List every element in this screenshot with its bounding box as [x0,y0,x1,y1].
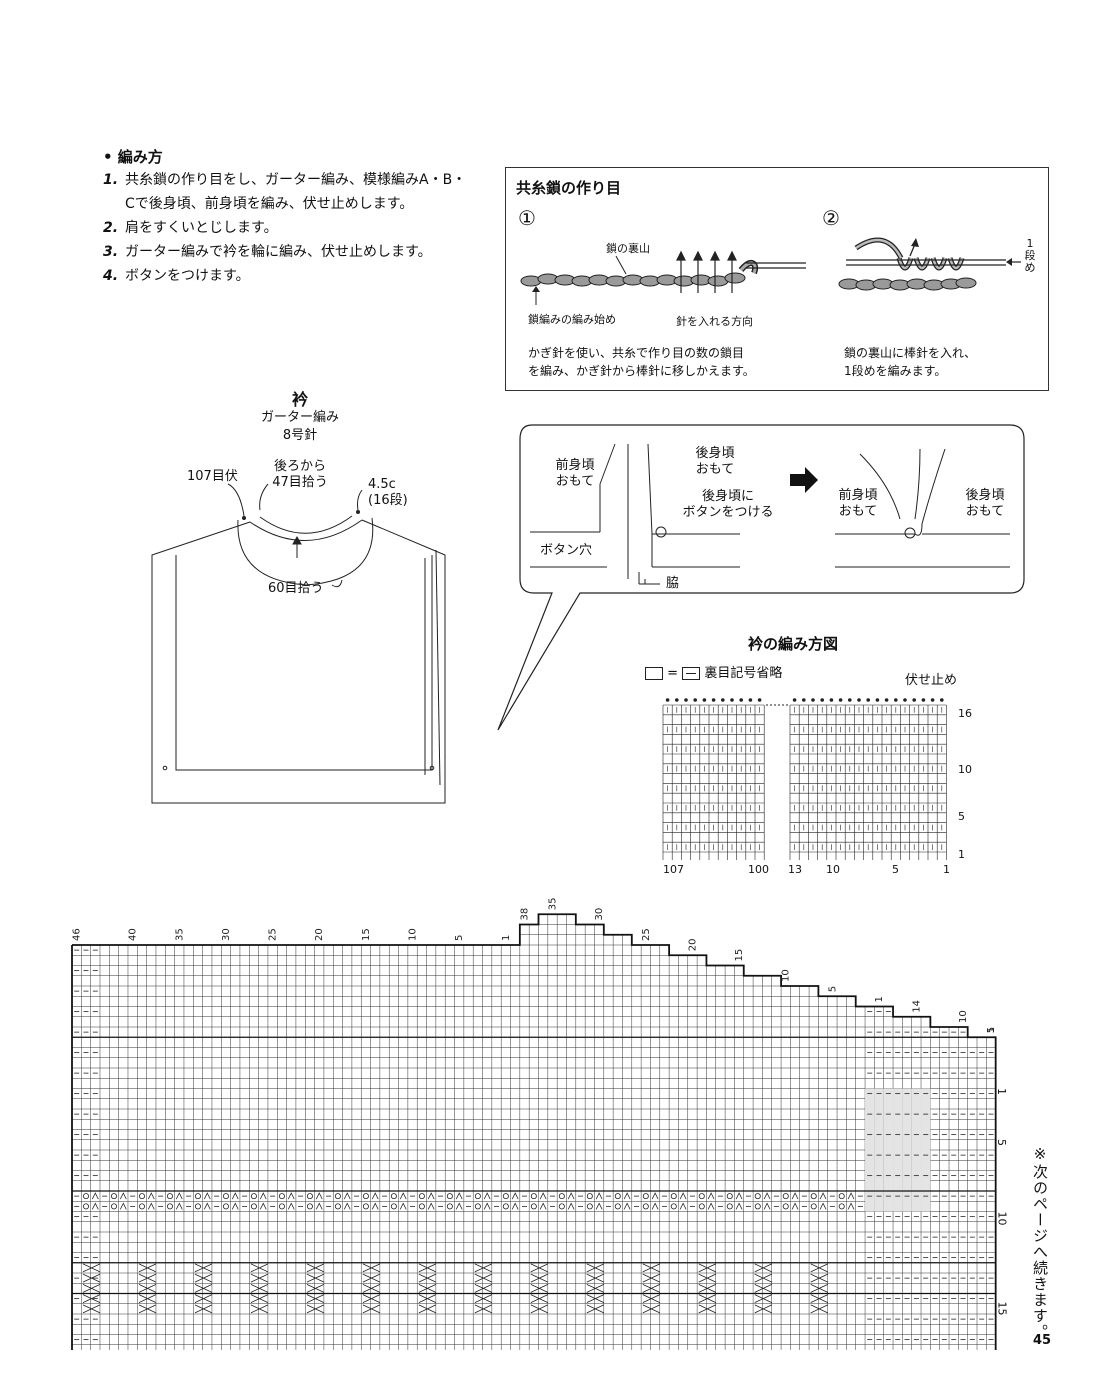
collar-chart-grid [662,698,947,860]
chain-step1 [520,272,746,287]
main-col-label: 5 [986,1027,997,1033]
instruction-steps: 1. 共糸鎖の作り目をし、ガーター編み、模様編みA・B・ Cで後身頃、前身頃を編み、… [103,168,466,288]
main-col-label: 14 [911,1000,922,1013]
collar-col-label-5: 5 [892,863,899,876]
collar-chart-title: 衿の編み方図 [748,635,839,653]
back-face-after-label: 後身頃 おもて [965,488,1005,519]
collar-row-label-5: 5 [958,810,965,823]
step-text: 肩をすくいとじします。 [125,220,278,236]
main-col-label: 15 [361,928,372,941]
collar-chart-bind-off: 伏せ止め [905,673,958,688]
legend-purl-symbol [682,667,701,680]
main-col-label: 40 [128,928,139,941]
main-row-label-1: 1 [995,1088,1008,1095]
button-detail-bubble [497,424,1025,731]
collar-grid-block [789,698,947,860]
main-col-label: 38 [520,908,531,921]
main-row-label-5: 5 [995,1139,1008,1146]
main-col-label: 10 [408,928,419,941]
step-number: 1. [103,172,119,188]
main-col-label: 15 [734,949,745,962]
back-loop-label: 鎖の裏山 [606,242,650,255]
step-text: ボタンをつけます。 [125,268,250,284]
buttonhole-label: ボタン穴 [540,543,593,558]
main-col-label: 1 [986,1027,997,1033]
collar-col-label-1: 1 [943,863,950,876]
row1-vertical-label: 1 段 め [1024,237,1036,274]
collar-garment-diagram [151,483,446,804]
instruction-step: 2. 肩をすくいとじします。 [103,216,466,240]
main-row-label-15: 15 [995,1301,1009,1316]
back-face-label: 後身頃 おもて [695,446,735,477]
legend-blank-symbol [645,667,663,680]
continued-note: ※次のページへ続きます。 [1031,1145,1049,1340]
collar-bind-off: 107目伏 [187,469,238,484]
step-number: 4. [103,268,119,284]
main-col-label: 30 [594,908,605,921]
main-col-label: 5 [454,935,465,941]
collar-needle: 8号針 [282,428,318,443]
instructions-heading: • 編み方 [103,148,163,166]
main-col-label: 35 [547,898,558,911]
collar-row-label-10: 10 [958,763,972,776]
instruction-step: 1. 共糸鎖の作り目をし、ガーター編み、模様編みA・B・ [103,168,466,192]
main-col-label: 5 [827,986,838,992]
main-col-label: 10 [958,1010,969,1023]
page-number: 45 [1033,1333,1052,1348]
main-col-label: 30 [221,928,232,941]
collar-col-label-10: 10 [826,863,840,876]
side-label: 脇 [666,576,680,591]
main-col-label: 25 [641,928,652,941]
instruction-step: 4. ボタンをつけます。 [103,264,466,288]
front-face-after-label: 前身頃 おもて [838,488,878,519]
collar-stitch: ガーター編み [260,410,339,425]
main-col-label: 25 [268,928,279,941]
main-col-label: 20 [314,928,325,941]
main-col-label: 1 [501,935,512,941]
step-text: Cで後身頃、前身頃を編み、伏せ止めします。 [125,196,414,212]
step-text: 共糸鎖の作り目をし、ガーター編み、模様編みA・B・ [125,172,467,188]
step2-number: ② [822,206,840,230]
main-col-label: 1 [874,996,885,1002]
collar-col-label-107: 107 [663,863,684,876]
needle-direction-label: 針を入れる方向 [676,315,753,328]
chain-start-label: 鎖編みの編み始め [528,313,616,326]
chain-step2 [838,277,977,291]
front-face-label: 前身頃 おもて [555,458,595,489]
main-col-label: 35 [174,928,185,941]
collar-title: 衿 [291,390,308,409]
collar-depth: 4.5c (16段) [368,477,408,508]
main-col-label: 46 [72,928,83,941]
collar-chart-legend: = 裏目記号省略 [645,666,782,682]
instruction-step: 3. ガーター編みで衿を輪に編み、伏せ止めします。 [103,240,466,264]
chain-cast-on-box: 共糸鎖の作り目 ① ② 鎖の裏山 鎖編みの編み始め 針を入れる方向 1 段 め … [505,167,1049,391]
stitch-symbols [74,949,994,1341]
collar-back-pickup: 後ろから 47目拾う [272,459,328,490]
chain-cast-on-title: 共糸鎖の作り目 [516,179,622,197]
collar-row-label-1: 1 [958,848,965,861]
step-number: 3. [103,244,119,260]
collar-col-label-100: 100 [748,863,769,876]
step1-number: ① [518,206,536,230]
step-text: ガーター編みで衿を輪に編み、伏せ止めします。 [125,244,432,260]
caption-step1: かぎ針を使い、共糸で作り目の数の鎖目 を編み、かぎ針から棒針に移しかえます。 [528,346,755,378]
collar-col-label-13: 13 [788,863,802,876]
chain-illustration [520,237,1021,305]
main-col-label: 20 [687,939,698,952]
main-chart-outline [72,913,997,1350]
instruction-step: Cで後身頃、前身頃を編み、伏せ止めします。 [103,192,466,216]
caption-step2: 鎖の裏山に棒針を入れ、 1段めを編みます。 [844,346,977,378]
collar-grid-block [662,698,765,860]
attach-button-label: 後身頃に ボタンをつける [682,489,774,520]
main-row-label-10: 10 [995,1211,1009,1226]
step-number: 2. [103,220,119,236]
collar-grid-gap [766,704,788,706]
collar-row-label-16: 16 [958,707,972,720]
main-col-label: 10 [781,969,792,982]
